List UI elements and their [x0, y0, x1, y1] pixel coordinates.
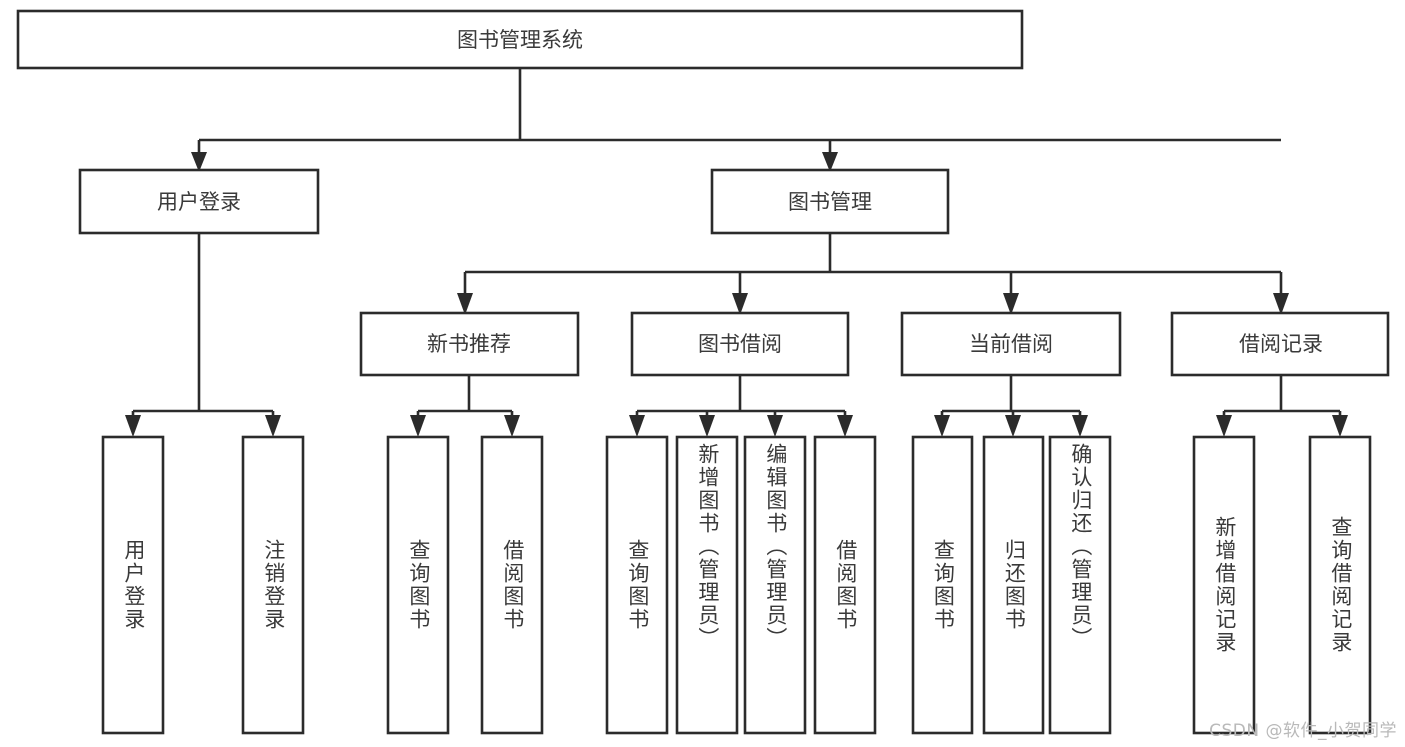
leaf-box-return-book[interactable] — [982, 435, 1045, 735]
connector-bookborrow-to-leaves — [629, 375, 853, 437]
node-current-borrow[interactable]: 当前借阅 — [900, 311, 1122, 377]
node-book-manage[interactable]: 图书管理 — [710, 168, 950, 235]
node-root-label: 图书管理系统 — [457, 28, 583, 52]
leaf-box-add-book-admin[interactable] — [675, 435, 739, 735]
leaf-box-query-book-cur[interactable] — [911, 435, 974, 735]
leaf-boxes — [101, 435, 1372, 735]
node-book-borrow[interactable]: 图书借阅 — [630, 311, 850, 377]
node-user-login-label: 用户登录 — [157, 190, 241, 214]
connector-root-to-level1 — [191, 68, 1281, 172]
leaf-box-borrow-book[interactable] — [813, 435, 877, 735]
node-borrow-record[interactable]: 借阅记录 — [1170, 311, 1390, 377]
leaf-box-logout-login[interactable] — [241, 435, 305, 735]
node-book-borrow-label: 图书借阅 — [698, 332, 782, 356]
leaf-box-add-borrow-record[interactable] — [1192, 435, 1256, 735]
node-borrow-record-label: 借阅记录 — [1239, 332, 1323, 356]
connector-currentborrow-to-leaves — [934, 375, 1088, 437]
node-book-manage-label: 图书管理 — [788, 190, 872, 214]
node-root[interactable]: 图书管理系统 — [16, 9, 1024, 70]
leaf-box-query-book-borrow[interactable] — [605, 435, 669, 735]
node-user-login[interactable]: 用户登录 — [78, 168, 320, 235]
leaf-box-query-borrow-record[interactable] — [1308, 435, 1372, 735]
leaf-box-query-book-rec[interactable] — [386, 435, 450, 735]
leaf-box-confirm-return-admin[interactable] — [1048, 435, 1112, 735]
leaf-box-edit-book-admin[interactable] — [743, 435, 807, 735]
connector-userlogin-to-leaves — [125, 233, 281, 437]
node-current-borrow-label: 当前借阅 — [969, 332, 1053, 356]
connector-bookmanage-to-level2 — [457, 233, 1289, 315]
connector-newbook-to-leaves — [410, 375, 520, 437]
node-new-book-recommend[interactable]: 新书推荐 — [359, 311, 580, 377]
csdn-watermark: CSDN @软件_小贺同学 — [1209, 721, 1397, 741]
leaf-box-borrow-book-rec[interactable] — [480, 435, 544, 735]
connector-borrowrecord-to-leaves — [1216, 375, 1348, 437]
leaf-box-user-login[interactable] — [101, 435, 165, 735]
node-new-book-recommend-label: 新书推荐 — [427, 332, 511, 356]
